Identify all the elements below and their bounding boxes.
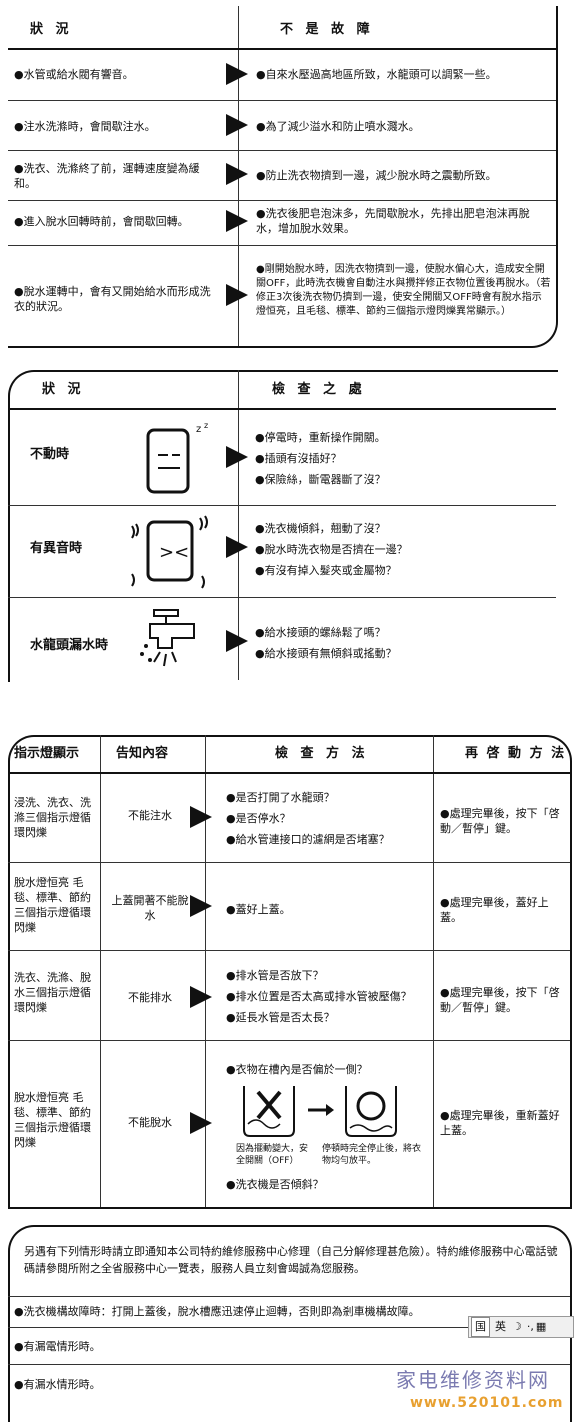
method-item: ●排水管是否放下？ bbox=[226, 969, 324, 982]
method-item: ●洗衣機是否傾斜？ bbox=[226, 1178, 324, 1191]
arrow-icon bbox=[226, 284, 248, 306]
watermark-url: www.520101.com bbox=[410, 1395, 564, 1411]
indicator-text: 洗衣、洗滌、脫水三個指示燈循環閃爍 bbox=[14, 971, 91, 1014]
check-item: ●給水接頭有無傾斜或搖動？ bbox=[255, 647, 397, 660]
leaking-faucet-icon bbox=[140, 609, 195, 667]
row-label: 不動時 bbox=[30, 447, 70, 462]
col-header-check: 檢 查 之 處 bbox=[272, 382, 366, 397]
moon-icon[interactable]: ☽ bbox=[512, 1320, 522, 1333]
svg-text:z: z bbox=[196, 424, 201, 435]
method-item: ●衣物在槽內是否偏於一側？ bbox=[226, 1063, 368, 1076]
table-indicator bbox=[8, 735, 572, 1209]
check-item: ●保險絲，斷電器斷了沒？ bbox=[255, 473, 386, 486]
svg-text:z: z bbox=[204, 421, 208, 430]
arrow-icon bbox=[190, 895, 212, 917]
dots-icon[interactable]: ·, bbox=[526, 1320, 534, 1333]
arrow-icon bbox=[226, 446, 248, 468]
explain-text: ●洗衣後肥皂泡沫多，先間歇脫水，先排出肥皂泡沫再脫水，增加脫水效果。 bbox=[256, 207, 530, 235]
method-item: ●給水管連接口的濾網是否堵塞？ bbox=[226, 833, 390, 846]
restart-text: ●處理完畢後，蓋好上蓋。 bbox=[440, 896, 549, 924]
notice-text: 不能注水 bbox=[128, 809, 172, 822]
check-item: ●洗衣機傾斜，翹動了沒？ bbox=[255, 522, 386, 535]
notice-item: ●有漏水情形時。 bbox=[14, 1378, 101, 1391]
arrow-icon bbox=[190, 806, 212, 828]
ime-lang-cn[interactable]: 国 bbox=[471, 1317, 490, 1337]
notice-text: 上蓋開著不能脫水 bbox=[111, 894, 189, 922]
restart-text: ●處理完畢後，重新蓋好上蓋。 bbox=[440, 1109, 560, 1137]
arrow-icon bbox=[226, 630, 248, 652]
explain-text: ●剛開始脫水時，因洗衣物擠到一邊，使脫水偏心大，造成安全開關OFF，此時洗衣機會… bbox=[256, 264, 551, 317]
check-list: ●給水接頭的螺絲鬆了嗎？ ●給水接頭有無傾斜或搖動？ bbox=[255, 625, 545, 667]
explain-text: ●自來水壓過高地區所致，水龍頭可以調緊一些。 bbox=[256, 68, 497, 81]
notice-text: 不能排水 bbox=[128, 991, 172, 1004]
arrow-icon bbox=[190, 1112, 212, 1134]
status-text: ●脫水運轉中，會有又開始給水而形成洗衣的狀況。 bbox=[14, 285, 211, 313]
diagram-caption-left: 因為擺動變大，安全開關（OFF） bbox=[236, 1144, 309, 1166]
explain-text: ●防止洗衣物擠到一邊，減少脫水時之震動所致。 bbox=[256, 169, 497, 182]
table-not-fault bbox=[8, 6, 558, 348]
notice-item: ●有漏電情形時。 bbox=[14, 1340, 101, 1353]
check-item: ●有沒有掉入髮夾或金屬物？ bbox=[255, 564, 397, 577]
col-header-method: 檢 查 方 法 bbox=[275, 746, 369, 761]
watermark-title: 家电维修资料网 bbox=[396, 1368, 550, 1392]
ime-lang-en[interactable]: 英 bbox=[495, 1320, 506, 1333]
check-item: ●插頭有沒插好？ bbox=[255, 452, 342, 465]
check-list: ●停電時，重新操作開關。 ●插頭有沒插好？ ●保險絲，斷電器斷了沒？ bbox=[255, 430, 545, 493]
arrow-icon bbox=[190, 986, 212, 1008]
arrow-icon bbox=[226, 536, 248, 558]
arrow-icon bbox=[226, 63, 248, 85]
status-text: ●進入脫水回轉時前，會間歇回轉。 bbox=[14, 215, 189, 228]
row-label: 有異音時 bbox=[30, 541, 83, 556]
col-header-status: 狀 況 bbox=[30, 22, 73, 37]
arrow-icon bbox=[226, 163, 248, 185]
check-item: ●停電時，重新操作開關。 bbox=[255, 431, 386, 444]
grid-icon[interactable]: ▦ bbox=[535, 1320, 547, 1333]
tub-imbalance-diagram bbox=[243, 1086, 397, 1137]
col-header-indicator: 指示燈顯示 bbox=[14, 746, 80, 761]
indicator-text: 脫水燈恒亮 毛毯、標準、節約三個指示燈循環閃爍 bbox=[14, 1091, 91, 1149]
row-label: 水龍頭漏水時 bbox=[30, 638, 109, 653]
check-item: ●給水接頭的螺絲鬆了嗎？ bbox=[255, 626, 386, 639]
status-text: ●洗衣、洗滌終了前，運轉速度變為緩和。 bbox=[14, 162, 200, 190]
restart-text: ●處理完畢後，按下「啓動／暫停」鍵。 bbox=[440, 807, 560, 835]
method-item: ●排水位置是否太高或排水管被壓傷？ bbox=[226, 990, 412, 1003]
noisy-washer-icon: >< bbox=[131, 515, 208, 589]
method-list: ●排水管是否放下？ ●排水位置是否太高或排水管被壓傷？ ●延長水管是否太長？ bbox=[226, 968, 431, 1031]
arrow-icon bbox=[226, 114, 248, 136]
check-item: ●脫水時洗衣物是否擠在一邊？ bbox=[255, 543, 408, 556]
col-header-not-fault: 不 是 故 障 bbox=[280, 22, 374, 37]
method-item: ●延長水管是否太長？ bbox=[226, 1011, 335, 1024]
indicator-text: 浸洗、洗衣、洗滌三個指示燈循環閃爍 bbox=[14, 796, 91, 839]
status-text: ●水管或給水閥有響音。 bbox=[14, 68, 134, 81]
diagram-caption-right: 停頓時完全停止後，將衣物均勻放平。 bbox=[322, 1144, 422, 1166]
method-item: ●是否打開了水龍頭？ bbox=[226, 791, 335, 804]
ime-toolbar[interactable]: 国英 ☽ ·,▦ bbox=[468, 1316, 574, 1338]
method-item: ●蓋好上蓋。 bbox=[226, 903, 291, 916]
notice-item: ●洗衣機構故障時：打開上蓋後，脫水槽應迅速停止迴轉，否則即為剎車機構故障。 bbox=[14, 1305, 420, 1318]
method-list: ●是否打開了水龍頭？ ●是否停水？ ●給水管連接口的濾網是否堵塞？ bbox=[226, 790, 431, 853]
col-header-notice: 告知內容 bbox=[116, 746, 169, 761]
check-list: ●洗衣機傾斜，翹動了沒？ ●脫水時洗衣物是否擠在一邊？ ●有沒有掉入髮夾或金屬物… bbox=[255, 521, 545, 584]
table-check-points bbox=[8, 370, 558, 682]
notice-intro: 另遇有下列情形時請立即通知本公司特約維修服務中心修理（自己分解修理甚危險）。特約… bbox=[24, 1245, 558, 1275]
sleeping-washer-icon: z z bbox=[146, 421, 208, 494]
col-header-restart: 再 啓 動 方 法 bbox=[465, 746, 567, 761]
status-text: ●注水洗滌時，會間歇注水。 bbox=[14, 120, 156, 133]
restart-text: ●處理完畢後，按下「啓動／暫停」鍵。 bbox=[440, 986, 560, 1014]
method-list: ●蓋好上蓋。 bbox=[226, 902, 431, 923]
notice-text: 不能脫水 bbox=[128, 1116, 172, 1129]
col-header-status: 狀 況 bbox=[42, 382, 85, 397]
explain-text: ●為了減少溢水和防止噴水濺水。 bbox=[256, 120, 420, 133]
arrow-icon bbox=[226, 210, 248, 232]
svg-text:><: >< bbox=[159, 542, 189, 563]
indicator-text: 脫水燈恒亮 毛毯、標準、節約三個指示燈循環閃爍 bbox=[14, 876, 91, 934]
method-item: ●是否停水？ bbox=[226, 812, 291, 825]
